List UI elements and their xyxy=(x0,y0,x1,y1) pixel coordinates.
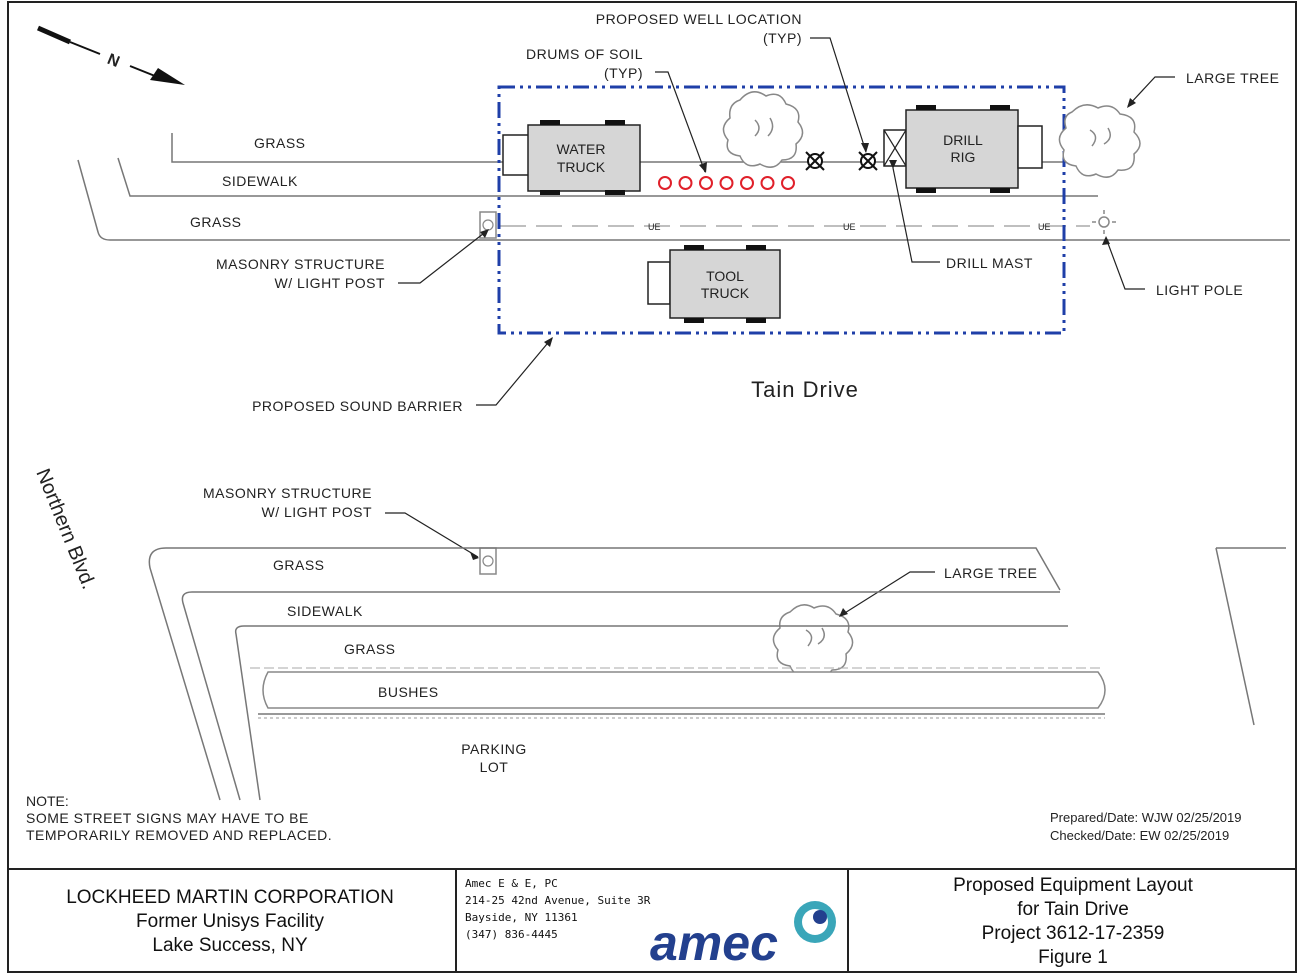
ue-label-2: UE xyxy=(843,222,856,232)
label-grass-1: GRASS xyxy=(254,135,306,151)
firm-street: 214-25 42nd Avenue, Suite 3R xyxy=(465,894,651,907)
firm-address-block: Amec E & E, PC 214-25 42nd Avenue, Suite… xyxy=(465,875,650,943)
light-pole-icon xyxy=(1092,210,1116,234)
drum-of-soil xyxy=(699,176,713,190)
figure-project: Project 3612-17-2359 xyxy=(981,923,1165,944)
note-line-2: TEMPORARILY REMOVED AND REPLACED. xyxy=(26,827,332,843)
label-parking-line1: PARKING xyxy=(461,741,526,757)
label-masonry-2-line1: MASONRY STRUCTURE xyxy=(203,485,372,501)
label-drums-of-soil: DRUMS OF SOIL xyxy=(526,46,643,62)
water-truck-label-2: TRUCK xyxy=(557,159,606,175)
drum-of-soil xyxy=(781,176,795,190)
masonry-structure-2-icon xyxy=(479,547,497,575)
large-tree-bottom-icon xyxy=(772,604,854,678)
label-large-tree-top: LARGE TREE xyxy=(1186,70,1279,86)
label-drums-of-soil-typ: (TYP) xyxy=(604,65,643,81)
leader-arrowheads xyxy=(470,98,1136,617)
amec-logo: amec xyxy=(650,901,836,971)
leader-lines xyxy=(385,37,1175,617)
road-lines-bottom xyxy=(148,547,1286,801)
label-proposed-well-location-typ: (TYP) xyxy=(763,30,802,46)
bushes-icon xyxy=(250,667,1106,719)
label-proposed-sound-barrier: PROPOSED SOUND BARRIER xyxy=(252,398,463,414)
drill-rig: DRILL RIG xyxy=(883,105,1043,193)
street-tain-drive: Tain Drive xyxy=(751,377,859,402)
north-arrow: N xyxy=(36,25,185,85)
figure-number: Figure 1 xyxy=(1038,947,1108,968)
tree-icon xyxy=(722,91,804,168)
street-northern-blvd: Northern Blvd. xyxy=(31,466,99,593)
north-arrow-label: N xyxy=(105,51,122,71)
figure-subtitle: for Tain Drive xyxy=(1017,899,1129,920)
water-truck: WATER TRUCK xyxy=(502,120,641,195)
figure-title: Proposed Equipment Layout xyxy=(953,875,1193,896)
firm-city: Bayside, NY 11361 xyxy=(465,911,578,924)
label-bushes: BUSHES xyxy=(378,684,439,700)
client-name: LOCKHEED MARTIN CORPORATION xyxy=(66,887,394,908)
label-sidewalk-2: SIDEWALK xyxy=(287,603,363,619)
drawing-border xyxy=(7,1,1297,973)
figure-block: Proposed Equipment Layout for Tain Drive… xyxy=(858,874,1288,970)
drum-of-soil xyxy=(760,176,775,190)
drum-of-soil xyxy=(719,176,734,190)
tool-truck-label-1: TOOL xyxy=(706,268,744,284)
label-grass-4: GRASS xyxy=(344,641,396,657)
prepared-date: Prepared/Date: WJW 02/25/2019 xyxy=(1050,810,1242,825)
client-block: LOCKHEED MARTIN CORPORATION Former Unisy… xyxy=(20,886,440,958)
drum-of-soil xyxy=(740,176,754,190)
firm-phone: (347) 836-4445 xyxy=(465,928,558,941)
tool-truck: TOOL TRUCK xyxy=(647,245,781,323)
tool-truck-label-2: TRUCK xyxy=(701,285,750,301)
large-tree-top-icon xyxy=(1058,104,1141,178)
label-grass-3: GRASS xyxy=(273,557,325,573)
drums-of-soil xyxy=(658,176,795,190)
label-masonry-1-line2: W/ LIGHT POST xyxy=(275,275,385,291)
client-facility: Former Unisys Facility xyxy=(136,911,324,932)
note-line-1: SOME STREET SIGNS MAY HAVE TO BE xyxy=(26,810,309,826)
label-sidewalk-1: SIDEWALK xyxy=(222,173,298,189)
well-location-1 xyxy=(805,151,825,171)
well-location-2 xyxy=(858,151,878,171)
ue-label-1: UE xyxy=(648,222,661,232)
label-large-tree-bottom: LARGE TREE xyxy=(944,565,1037,581)
water-truck-label-1: WATER xyxy=(557,141,606,157)
label-masonry-2-line2: W/ LIGHT POST xyxy=(262,504,372,520)
ue-label-3: UE xyxy=(1038,222,1051,232)
label-proposed-well-location: PROPOSED WELL LOCATION xyxy=(596,11,802,27)
amec-logo-text: amec xyxy=(650,915,778,971)
note-title: NOTE: xyxy=(26,793,69,809)
client-location: Lake Success, NY xyxy=(152,935,308,956)
checked-date: Checked/Date: EW 02/25/2019 xyxy=(1050,828,1229,843)
label-parking-line2: LOT xyxy=(480,759,509,775)
proposed-sound-barrier xyxy=(497,85,1066,335)
label-light-pole: LIGHT POLE xyxy=(1156,282,1243,298)
firm-name: Amec E & E, PC xyxy=(465,877,558,890)
drill-rig-label-1: DRILL xyxy=(943,132,983,148)
drum-of-soil xyxy=(658,176,672,190)
label-masonry-1-line1: MASONRY STRUCTURE xyxy=(216,256,385,272)
label-grass-2: GRASS xyxy=(190,214,242,230)
drum-of-soil xyxy=(678,176,693,190)
label-drill-mast: DRILL MAST xyxy=(946,255,1033,271)
title-block-frame xyxy=(8,868,1296,972)
drill-rig-label-2: RIG xyxy=(951,149,976,165)
